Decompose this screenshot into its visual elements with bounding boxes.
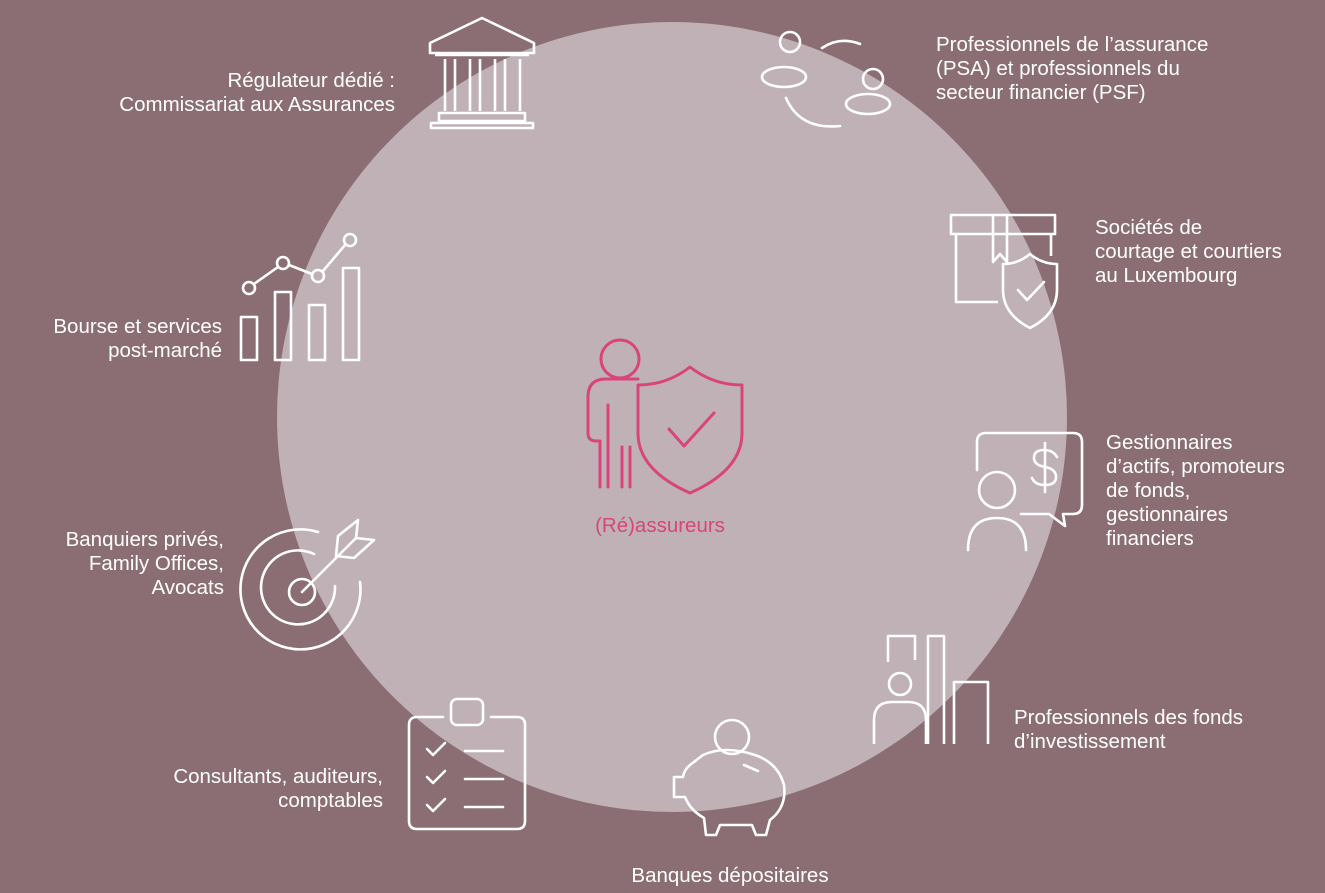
clipboard-checklist-icon xyxy=(405,695,530,835)
stakeholder-label-consultants: Consultants, auditeurs, comptables xyxy=(173,765,383,812)
growth-chart-icon xyxy=(237,230,362,365)
central-circle xyxy=(277,22,1067,812)
stakeholder-label-gestionnaires: Gestionnaires d’actifs, promoteurs de fo… xyxy=(1106,431,1285,550)
stakeholder-label-courtage: Sociétés de courtage et courtiers au Lux… xyxy=(1095,216,1282,287)
box-with-shield-icon xyxy=(948,212,1063,337)
person-with-shield-icon xyxy=(582,335,747,495)
stakeholder-label-bourse: Bourse et services post-marché xyxy=(53,315,222,362)
people-exchange-icon xyxy=(760,28,900,143)
stakeholder-label-psa-psf: Professionnels de l’assurance (PSA) et p… xyxy=(936,33,1209,104)
advisor-dollar-icon xyxy=(965,430,1090,555)
stakeholder-label-fonds: Professionnels des fonds d’investissemen… xyxy=(1014,706,1244,753)
target-arrow-icon xyxy=(238,516,383,661)
piggy-bank-icon xyxy=(670,715,810,840)
center-label: (Ré)assureurs xyxy=(595,514,725,537)
stakeholder-label-banquiers: Banquiers privés, Family Offices, Avocat… xyxy=(65,528,224,599)
stakeholder-label-regulateur: Régulateur dédié : Commissariat aux Assu… xyxy=(119,69,395,116)
person-bar-chart-icon xyxy=(870,632,995,750)
bank-building-icon xyxy=(425,15,540,130)
stakeholder-label-depositaires: Banques dépositaires xyxy=(631,864,829,887)
